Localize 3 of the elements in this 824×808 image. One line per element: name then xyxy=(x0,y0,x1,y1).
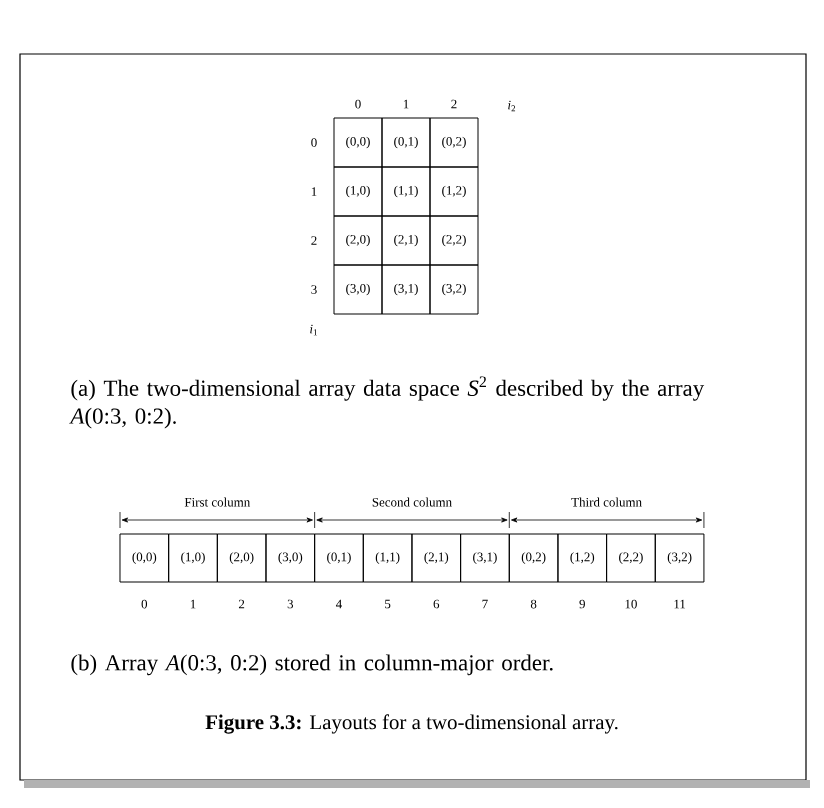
subcaption: (b) Array A(0:3, 0:2) stored in column-major order. xyxy=(71,654,553,676)
figure-caption: Figure 3.3: Layouts for a two-dimensional array. xyxy=(205,714,618,734)
subcaption: (a) The two-dimensional array data space S$^{2}$ described by the array A(0:3, 0:2). xyxy=(69,376,705,429)
